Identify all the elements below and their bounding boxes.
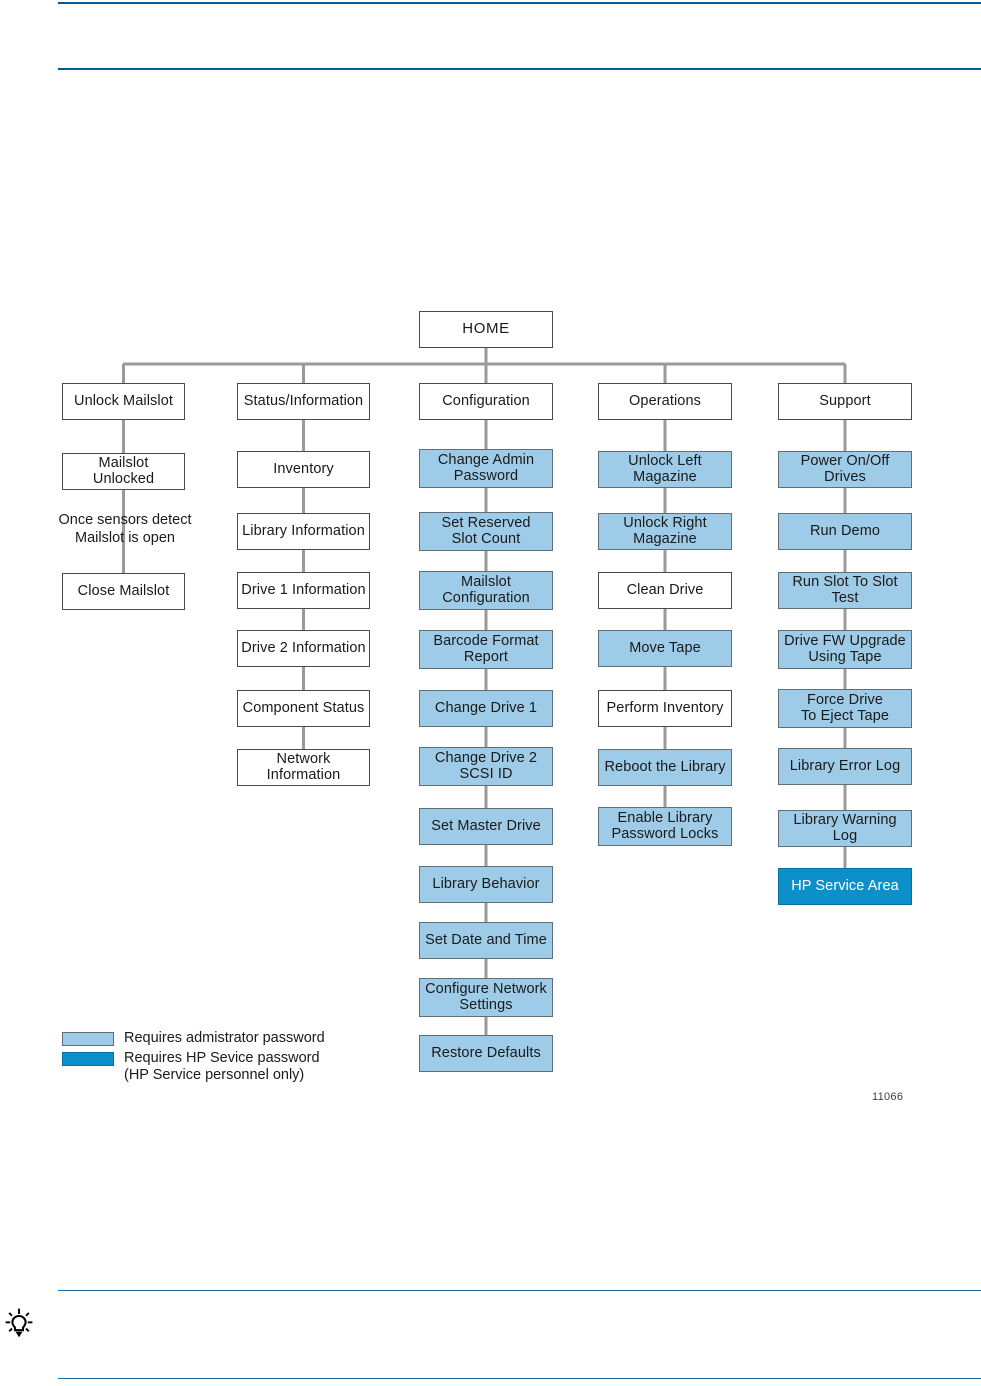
menu-node-drive-fw-upgrade-using-tape[interactable]: Drive FW Upgrade Using Tape xyxy=(778,630,912,669)
menu-node-label: Library Behavior xyxy=(432,875,540,892)
menu-node-label: Operations xyxy=(629,392,701,409)
menu-node-label: Configuration xyxy=(442,392,530,409)
menu-node-label: Support xyxy=(819,392,871,409)
menu-node-network-information[interactable]: Network Information xyxy=(237,749,370,786)
menu-node-unlock-right-magazine[interactable]: Unlock Right Magazine xyxy=(598,513,732,550)
footer-rule-bottom xyxy=(58,1378,981,1379)
menu-node-label: Set Master Drive xyxy=(431,817,541,834)
menu-node-library-warning-log[interactable]: Library Warning Log xyxy=(778,810,912,847)
menu-node-force-drive-to-eject-tape[interactable]: Force Drive To Eject Tape xyxy=(778,689,912,728)
menu-node-run-demo[interactable]: Run Demo xyxy=(778,513,912,550)
menu-node-set-date-and-time[interactable]: Set Date and Time xyxy=(419,922,553,959)
menu-node-label: Drive 1 Information xyxy=(241,581,366,598)
menu-node-run-slot-to-slot-test[interactable]: Run Slot To Slot Test xyxy=(778,572,912,609)
menu-node-label: Configure Network Settings xyxy=(425,980,547,1013)
menu-node-configure-network-settings[interactable]: Configure Network Settings xyxy=(419,978,553,1017)
menu-node-set-reserved-slot-count[interactable]: Set Reserved Slot Count xyxy=(419,512,553,551)
menu-node-label: Unlock Left Magazine xyxy=(628,452,702,485)
menu-node-label: Change Drive 2 SCSI ID xyxy=(434,749,538,782)
lightbulb-icon xyxy=(5,1308,33,1338)
menu-node-component-status[interactable]: Component Status xyxy=(237,690,370,727)
menu-node-library-error-log[interactable]: Library Error Log xyxy=(778,748,912,785)
legend-service: Requires HP Sevice password (HP Service … xyxy=(62,1050,382,1084)
menu-node-restore-defaults[interactable]: Restore Defaults xyxy=(419,1035,553,1072)
menu-node-label: Perform Inventory xyxy=(606,699,724,716)
menu-node-drive-2-information[interactable]: Drive 2 Information xyxy=(237,630,370,667)
menu-node-operations[interactable]: Operations xyxy=(598,383,732,420)
menu-node-label: Mailslot Configuration xyxy=(442,573,530,606)
menu-node-label: Status/Information xyxy=(243,392,364,409)
menu-node-label: HP Service Area xyxy=(791,877,899,894)
legend-service-swatch xyxy=(62,1052,114,1067)
menu-node-label: Drive FW Upgrade Using Tape xyxy=(784,632,906,665)
menu-node-hp-service-area[interactable]: HP Service Area xyxy=(778,868,912,905)
menu-node-change-admin-password[interactable]: Change Admin Password xyxy=(419,449,553,488)
footer-rule-top xyxy=(58,1290,981,1291)
menu-node-change-drive-2-scsi-id[interactable]: Change Drive 2 SCSI ID xyxy=(419,747,553,786)
menu-node-label: Drive 2 Information xyxy=(241,639,366,656)
menu-node-label: Change Drive 1 xyxy=(434,699,538,716)
menu-node-label: Run Demo xyxy=(809,522,881,539)
menu-node-reboot-the-library[interactable]: Reboot the Library xyxy=(598,749,732,786)
menu-node-home[interactable]: HOME xyxy=(419,311,553,348)
menu-node-label: Library Warning Log xyxy=(793,811,897,844)
menu-node-mailslot-configuration[interactable]: Mailslot Configuration xyxy=(419,571,553,610)
menu-node-label: Component Status xyxy=(242,699,365,716)
menu-node-barcode-format-report[interactable]: Barcode Format Report xyxy=(419,630,553,669)
header-rule-top xyxy=(58,2,981,4)
legend-service-label: Requires HP Sevice password (HP Service … xyxy=(124,1050,320,1084)
legend-admin-swatch xyxy=(62,1032,114,1046)
menu-node-label: HOME xyxy=(462,320,510,338)
menu-node-perform-inventory[interactable]: Perform Inventory xyxy=(598,690,732,727)
menu-node-configuration[interactable]: Configuration xyxy=(419,383,553,420)
menu-node-change-drive-1[interactable]: Change Drive 1 xyxy=(419,690,553,727)
menu-node-close-mailslot[interactable]: Close Mailslot xyxy=(62,573,185,610)
menu-node-power-on-off-drives[interactable]: Power On/Off Drives xyxy=(778,451,912,488)
header-rule-bottom xyxy=(58,68,981,70)
legend-admin-label: Requires admistrator password xyxy=(124,1030,325,1046)
menu-node-label: Library Error Log xyxy=(789,757,901,774)
menu-node-drive-1-information[interactable]: Drive 1 Information xyxy=(237,572,370,609)
menu-node-label: Close Mailslot xyxy=(77,582,170,599)
menu-node-support[interactable]: Support xyxy=(778,383,912,420)
menu-node-label: Change Admin Password xyxy=(437,451,535,484)
menu-node-label: Reboot the Library xyxy=(604,758,726,775)
menu-node-unlock-left-magazine[interactable]: Unlock Left Magazine xyxy=(598,451,732,488)
menu-node-label: Restore Defaults xyxy=(431,1044,541,1061)
menu-node-label: Inventory xyxy=(273,460,334,477)
menu-node-enable-library-password-locks[interactable]: Enable Library Password Locks xyxy=(598,807,732,846)
figure-id: 11066 xyxy=(872,1091,904,1103)
menu-node-label: Mailslot Unlocked xyxy=(92,454,155,487)
menu-node-status-information[interactable]: Status/Information xyxy=(237,383,370,420)
menu-node-label: Unlock Mailslot xyxy=(74,392,173,409)
menu-node-label: Enable Library Password Locks xyxy=(611,809,719,842)
menu-node-label: Barcode Format Report xyxy=(433,632,539,665)
menu-node-label: Unlock Right Magazine xyxy=(623,514,707,547)
menu-node-label: Force Drive To Eject Tape xyxy=(800,691,890,724)
menu-node-label: Library Information xyxy=(242,522,365,539)
legend-admin: Requires admistrator password xyxy=(62,1030,382,1047)
menu-node-library-behavior[interactable]: Library Behavior xyxy=(419,866,553,903)
menu-node-move-tape[interactable]: Move Tape xyxy=(598,630,732,667)
menu-node-label: Power On/Off Drives xyxy=(800,452,890,485)
menu-node-label: Set Date and Time xyxy=(425,931,547,948)
menu-node-inventory[interactable]: Inventory xyxy=(237,451,370,488)
menu-node-label: Run Slot To Slot Test xyxy=(792,573,898,606)
menu-node-label: Clean Drive xyxy=(626,581,704,598)
menu-node-set-master-drive[interactable]: Set Master Drive xyxy=(419,808,553,845)
menu-node-label: Set Reserved Slot Count xyxy=(441,514,531,547)
menu-node-library-information[interactable]: Library Information xyxy=(237,513,370,550)
menu-node-unlock-mailslot[interactable]: Unlock Mailslot xyxy=(62,383,185,420)
menu-node-clean-drive[interactable]: Clean Drive xyxy=(598,572,732,609)
sensor-note: Once sensors detect Mailslot is open xyxy=(58,512,192,547)
menu-node-label: Network Information xyxy=(266,750,341,783)
menu-node-label: Move Tape xyxy=(629,639,701,656)
menu-node-mailslot-unlocked[interactable]: Mailslot Unlocked xyxy=(62,453,185,490)
